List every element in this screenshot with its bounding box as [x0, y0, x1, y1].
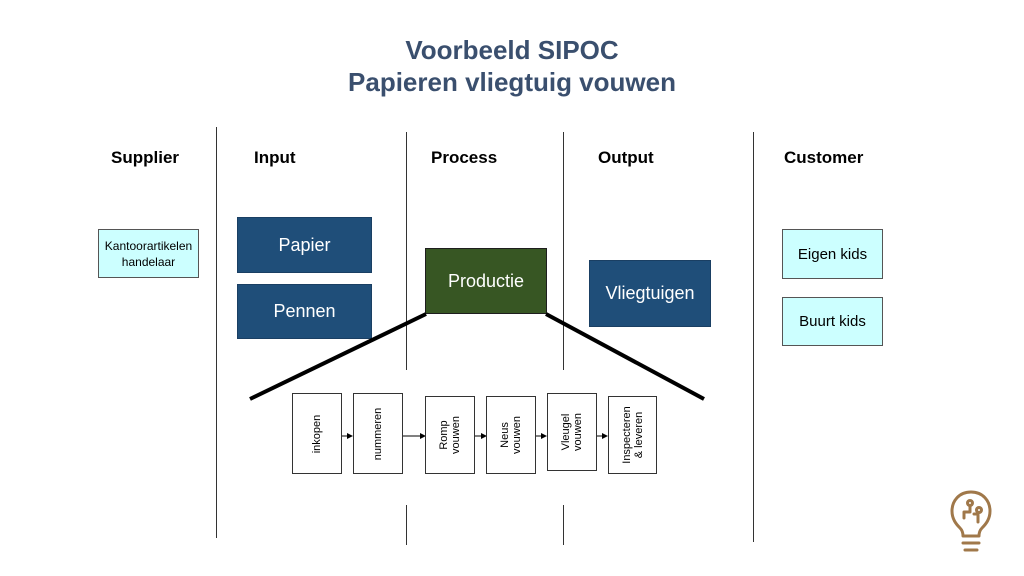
expansion-line-left	[249, 312, 427, 401]
expansion-line-right	[545, 312, 705, 401]
divider-process-output-top	[563, 132, 564, 370]
step-label: Romp vouwen	[438, 416, 462, 454]
process-step-romp-vouwen: Romp vouwen	[425, 396, 475, 474]
output-label: Vliegtuigen	[605, 283, 695, 303]
customer-box-eigen-kids: Eigen kids	[782, 229, 883, 279]
step-label: Inspecteren & leveren	[620, 406, 645, 464]
customer-label: Eigen kids	[797, 245, 868, 263]
diagram-title-line2: Papieren vliegtuig vouwen	[348, 67, 676, 97]
divider-input-process-top	[406, 132, 407, 370]
customer-box-buurt-kids: Buurt kids	[782, 297, 883, 346]
divider-supplier-input	[216, 127, 217, 538]
process-label: Productie	[447, 270, 525, 291]
process-step-neus-vouwen: Neus vouwen	[486, 396, 536, 474]
input-box-pennen: Pennen	[237, 284, 372, 339]
input-label: Pennen	[273, 301, 336, 321]
supplier-box: Kantoorartikelen handelaar	[98, 229, 199, 278]
divider-process-output-bottom	[563, 505, 564, 545]
input-label: Papier	[278, 234, 331, 255]
output-box: Vliegtuigen	[589, 260, 711, 327]
step-label: Vleugel vouwen	[560, 413, 584, 451]
step-label: nummeren	[372, 407, 384, 460]
column-header-input: Input	[254, 148, 296, 167]
divider-output-customer	[753, 132, 754, 542]
step-label: inkopen	[311, 414, 323, 453]
process-step-nummeren: nummeren	[353, 393, 403, 474]
column-header-supplier: Supplier	[111, 148, 180, 167]
lightbulb-logo-icon	[950, 490, 992, 552]
process-step-vleugel-vouwen: Vleugel vouwen	[547, 393, 597, 471]
customer-label: Buurt kids	[799, 313, 866, 330]
supplier-label: Kantoorartikelen handelaar	[104, 238, 193, 269]
column-header-customer: Customer	[784, 148, 864, 167]
step-label: Neus vouwen	[499, 416, 523, 454]
process-step-inspecteren-leveren: Inspecteren & leveren	[608, 396, 657, 474]
process-step-inkopen: inkopen	[292, 393, 342, 474]
input-box-papier: Papier	[237, 217, 372, 273]
column-header-process: Process	[431, 148, 498, 167]
divider-input-process-bottom	[406, 505, 407, 545]
process-box: Productie	[425, 248, 547, 314]
column-header-output: Output	[598, 148, 654, 167]
diagram-title-line1: Voorbeeld SIPOC	[405, 35, 619, 65]
